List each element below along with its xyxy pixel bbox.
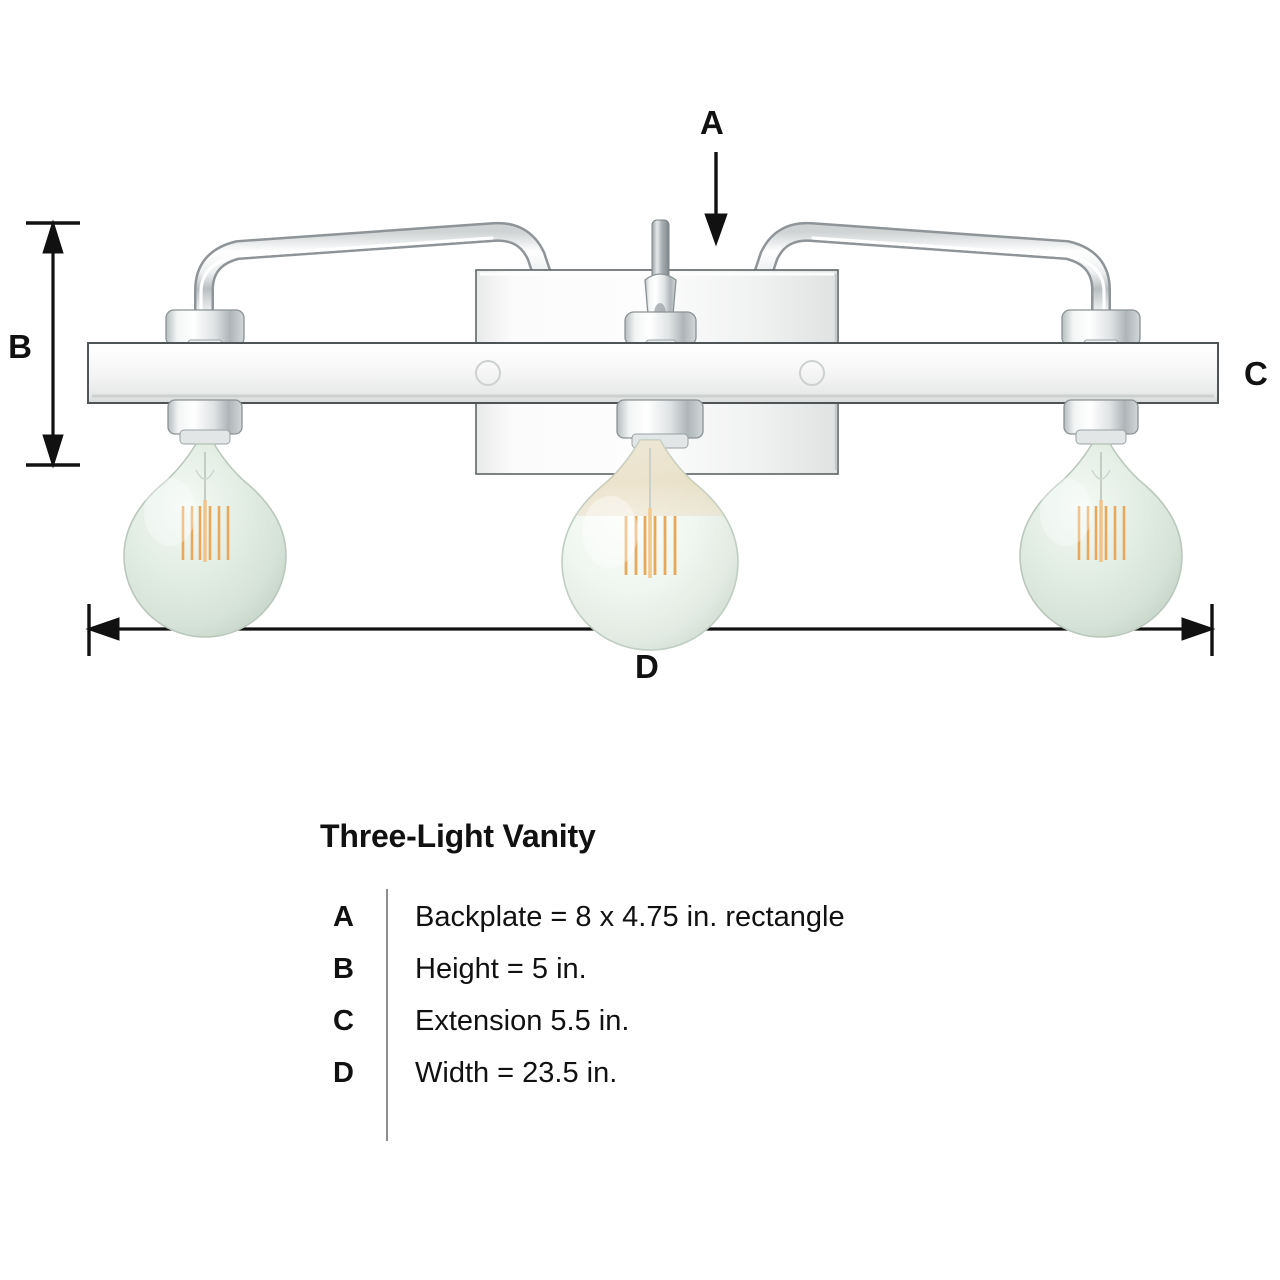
- spec-value: Width = 23.5 in.: [415, 1057, 618, 1089]
- spec-key: B: [333, 953, 354, 985]
- filament-cage: [181, 506, 230, 560]
- table-divider: [386, 889, 388, 1141]
- specification-panel: Three-Light Vanity A Backplate = 8 x 4.7…: [318, 818, 1018, 1141]
- spec-value: Extension 5.5 in.: [415, 1005, 630, 1037]
- specification-table: A Backplate = 8 x 4.75 in. rectangle B H…: [318, 889, 1018, 1141]
- dimension-label-a: A: [700, 104, 724, 141]
- table-row: C Extension 5.5 in.: [318, 1005, 1018, 1057]
- callout-b-arrow: [26, 219, 80, 469]
- callout-a-arrow: [704, 152, 728, 247]
- spec-key: C: [333, 1005, 354, 1037]
- table-row: B Height = 5 in.: [318, 953, 1018, 1005]
- dimension-label-c: C: [1244, 355, 1268, 392]
- bulb-center: [561, 439, 739, 651]
- spec-value: Backplate = 8 x 4.75 in. rectangle: [415, 901, 845, 933]
- crossbar: [87, 342, 1219, 404]
- page-title: Three-Light Vanity: [320, 818, 596, 854]
- table-row: D Width = 23.5 in.: [318, 1057, 1018, 1109]
- dimension-label-b: B: [8, 328, 32, 365]
- dimension-label-d: D: [635, 648, 659, 685]
- socket-collar-bottom-left: [167, 399, 243, 445]
- filament-cage: [624, 516, 677, 575]
- table-row: A Backplate = 8 x 4.75 in. rectangle: [318, 901, 1018, 953]
- spec-key: A: [333, 901, 354, 933]
- bulb-right: [1019, 443, 1183, 638]
- bulb-left: [123, 443, 287, 638]
- filament-cage: [1077, 506, 1126, 560]
- spec-value: Height = 5 in.: [415, 953, 587, 985]
- spec-key: D: [333, 1057, 354, 1089]
- fixture-body: [87, 219, 1219, 651]
- socket-collar-bottom-right: [1063, 399, 1139, 445]
